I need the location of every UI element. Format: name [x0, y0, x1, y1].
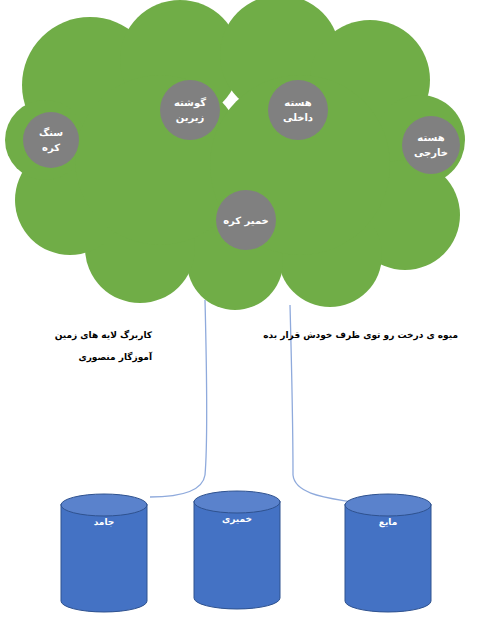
layer-name: گوشته زیرین	[160, 95, 220, 125]
layer-name: خمیر کره	[217, 213, 275, 228]
cylinder-top	[194, 491, 280, 513]
tree-trunk-line	[150, 300, 207, 497]
cylinder-body	[61, 504, 147, 612]
cylinder-body	[194, 501, 280, 609]
bin-label: مایع	[344, 517, 432, 527]
bin-cylinder: جامد	[60, 493, 148, 613]
note-text: میوه ی درخت رو توی ظرف خودش قرار بده	[263, 330, 458, 340]
cylinder-shape	[60, 493, 148, 613]
note-text: کاربرگ لایه های زمین	[55, 330, 152, 340]
cylinder-top	[345, 494, 431, 516]
layer-name: هسته داخلی	[268, 95, 328, 125]
note-text: آموزگار منصوری	[78, 352, 152, 362]
bin-label: خمیری	[193, 514, 281, 524]
bin-cylinder: خمیری	[193, 490, 281, 610]
layer-name: سنگ کره	[23, 125, 79, 155]
layer-circle: خمیر کره	[216, 190, 276, 250]
layer-circle: گوشته زیرین	[160, 80, 220, 140]
tree-canopy	[5, 0, 465, 310]
cylinder-shape	[344, 493, 432, 613]
cylinder-body	[345, 504, 431, 612]
layer-circle: هسته داخلی	[268, 80, 328, 140]
bin-cylinder: مایع	[344, 493, 432, 613]
cylinder-top	[61, 494, 147, 516]
layer-circle: سنگ کره	[23, 112, 79, 168]
cylinder-shape	[193, 490, 281, 610]
layer-name: هسته خارجی	[402, 130, 460, 160]
layer-circle: هسته خارجی	[402, 116, 460, 174]
bin-label: جامد	[60, 517, 148, 527]
